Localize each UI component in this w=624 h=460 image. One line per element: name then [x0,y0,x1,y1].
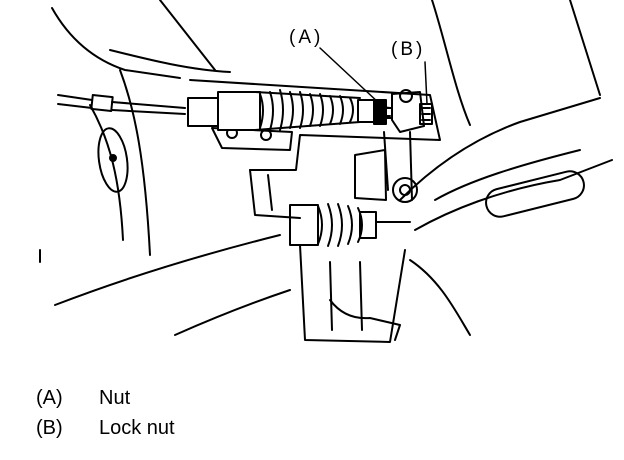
legend-item: (A) Nut [36,383,436,413]
legend: (A) Nut (B) Lock nut [36,383,436,443]
leader-lines [319,47,428,105]
brake-cable [57,93,186,115]
clevis-block [385,89,425,133]
body-panel-outlines [39,0,601,336]
cable-adjustment-illustration [39,0,613,343]
legend-text: Lock nut [99,417,175,439]
lever-arm [392,97,613,231]
lower-spring [289,203,411,247]
legend-key: (A) [36,387,63,409]
callout-label-a: (A) [289,27,324,48]
panel-slot [97,127,129,193]
lock-nut-b [419,103,433,125]
legend-item: (B) Lock nut [36,413,436,443]
adjuster-boot [187,89,391,131]
nut-a [373,99,387,125]
mounting-bracket [189,79,441,219]
legend-text: Nut [99,387,131,409]
callout-label-b: (B) [391,39,426,60]
lower-housing [299,244,471,343]
legend-key: (B) [36,417,63,439]
vertical-link [354,131,413,201]
